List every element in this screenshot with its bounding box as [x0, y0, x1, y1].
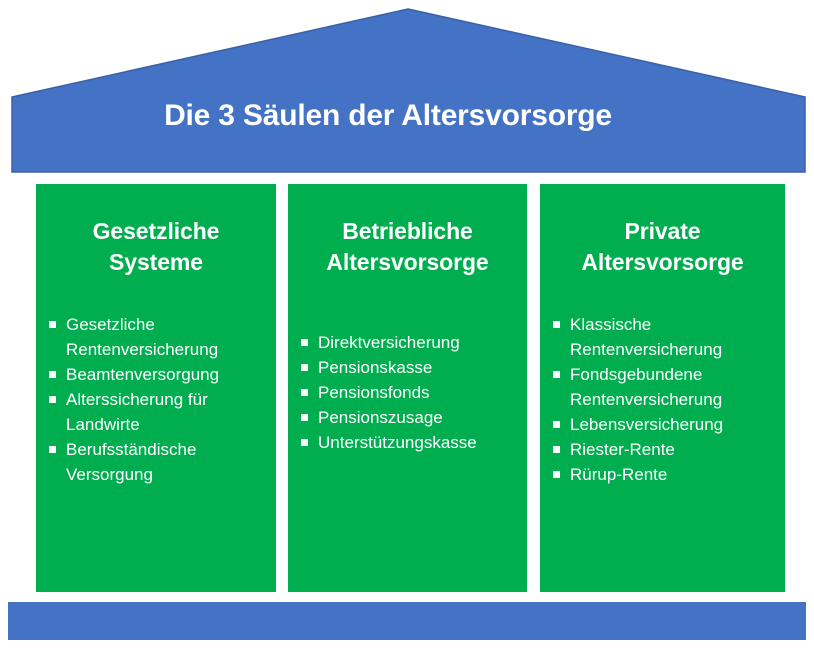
list-item: Unterstützungskasse: [296, 430, 527, 455]
list-item-label: Riester-Rente: [570, 440, 675, 459]
square-bullet-icon: [49, 321, 56, 328]
pillar-1-heading: Gesetzliche Systeme: [36, 184, 276, 278]
foundation-bar: [8, 602, 806, 640]
square-bullet-icon: [553, 371, 560, 378]
pillar-3-heading: Private Altersvorsorge: [540, 184, 785, 278]
list-item: Alterssicherung für Landwirte: [44, 387, 276, 437]
pillar-private-altersvorsorge: Private Altersvorsorge Klassische Renten…: [540, 184, 785, 592]
pillar-betriebliche-altersvorsorge: Betriebliche Altersvorsorge Direktversic…: [288, 184, 527, 592]
square-bullet-icon: [301, 439, 308, 446]
square-bullet-icon: [553, 471, 560, 478]
pillar-2-heading-line-2: Altersvorsorge: [326, 249, 489, 275]
roof-shape: Die 3 Säulen der Altersvorsorge: [0, 0, 814, 180]
square-bullet-icon: [553, 421, 560, 428]
list-item-label: Fondsgebundene Rentenversicherung: [570, 365, 723, 409]
list-item-label: Pensionszusage: [318, 408, 443, 427]
square-bullet-icon: [301, 414, 308, 421]
square-bullet-icon: [49, 371, 56, 378]
pillar-3-list: Klassische Rentenversicherung Fondsgebun…: [540, 312, 785, 487]
square-bullet-icon: [553, 321, 560, 328]
pillar-1-list: Gesetzliche Rentenversicherung Beamtenve…: [36, 312, 276, 487]
list-item: Riester-Rente: [548, 437, 785, 462]
list-item-label: Gesetzliche Rentenversicherung: [66, 315, 219, 359]
list-item-label: Lebensversicherung: [570, 415, 724, 434]
pillar-3-heading-line-1: Private: [624, 218, 701, 244]
list-item: Pensionszusage: [296, 405, 527, 430]
list-item: Gesetzliche Rentenversicherung: [44, 312, 276, 362]
list-item: Klassische Rentenversicherung: [548, 312, 785, 362]
list-item: Fondsgebundene Rentenversicherung: [548, 362, 785, 412]
list-item: Pensionskasse: [296, 355, 527, 380]
list-item-label: Unterstützungskasse: [318, 433, 477, 452]
list-item-label: Beamtenversorgung: [66, 365, 220, 384]
pillar-2-list: Direktversicherung Pensionskasse Pension…: [288, 330, 527, 455]
list-item: Lebensversicherung: [548, 412, 785, 437]
pillar-2-heading-line-1: Betriebliche: [342, 218, 473, 244]
list-item: Berufsständische Versorgung: [44, 437, 276, 487]
square-bullet-icon: [301, 364, 308, 371]
list-item-label: Klassische Rentenversicherung: [570, 315, 723, 359]
pillar-gesetzliche-systeme: Gesetzliche Systeme Gesetzliche Rentenve…: [36, 184, 276, 592]
square-bullet-icon: [301, 389, 308, 396]
pillar-2-heading: Betriebliche Altersvorsorge: [288, 184, 527, 278]
square-bullet-icon: [49, 396, 56, 403]
square-bullet-icon: [49, 446, 56, 453]
list-item: Direktversicherung: [296, 330, 527, 355]
list-item-label: Alterssicherung für Landwirte: [66, 390, 208, 434]
list-item-label: Rürup-Rente: [570, 465, 668, 484]
pillar-1-heading-line-1: Gesetzliche: [92, 218, 220, 244]
list-item: Pensionsfonds: [296, 380, 527, 405]
pillar-3-heading-line-2: Altersvorsorge: [581, 249, 744, 275]
list-item-label: Berufsständische Versorgung: [66, 440, 197, 484]
list-item-label: Pensionskasse: [318, 358, 433, 377]
list-item: Rürup-Rente: [548, 462, 785, 487]
square-bullet-icon: [301, 339, 308, 346]
pillar-1-heading-line-2: Systeme: [109, 249, 203, 275]
list-item-label: Pensionsfonds: [318, 383, 430, 402]
roof-polygon: [11, 8, 806, 173]
square-bullet-icon: [553, 446, 560, 453]
list-item: Beamtenversorgung: [44, 362, 276, 387]
list-item-label: Direktversicherung: [318, 333, 460, 352]
